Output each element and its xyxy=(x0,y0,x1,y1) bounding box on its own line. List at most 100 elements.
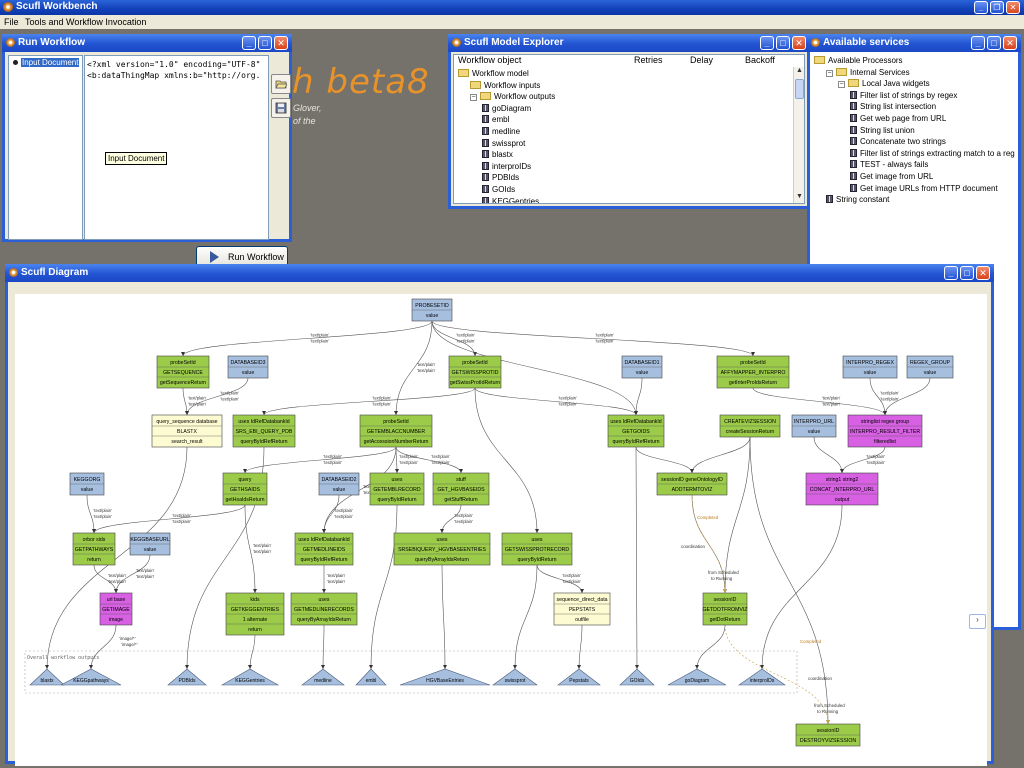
workflow-output[interactable]: HGVBaseEntries xyxy=(399,668,491,686)
tree-item[interactable]: GOIds xyxy=(482,185,515,196)
tree-item[interactable]: Available Processors xyxy=(814,56,903,67)
tree-item[interactable]: −Internal Services xyxy=(826,67,910,79)
workflow-output[interactable]: PDBIds xyxy=(167,668,207,686)
minimize-button[interactable]: _ xyxy=(974,1,988,14)
restore-button[interactable]: ❐ xyxy=(990,1,1004,14)
close-button[interactable]: ✕ xyxy=(792,36,806,50)
workflow-output[interactable]: GOIds xyxy=(619,668,655,686)
workflow-output[interactable]: medline xyxy=(301,668,345,686)
processor-node[interactable]: uses IdRefDatabankIdSRS_EBI_QUERY_PDBque… xyxy=(232,414,296,448)
minimize-button[interactable]: _ xyxy=(242,36,256,50)
scufl-diagram-titlebar[interactable]: Scufl Diagram _ □ ✕ xyxy=(5,264,994,282)
workflow-output[interactable]: KEGGentries xyxy=(220,668,280,686)
maximize-button[interactable]: □ xyxy=(776,36,790,50)
processor-node[interactable]: usesSRSEBIQUERY_HGVBASEENTRIESqueryByArr… xyxy=(393,532,491,566)
tree-item[interactable]: Workflow model xyxy=(458,69,529,80)
workflow-output[interactable]: goDiagram xyxy=(667,668,727,686)
tree-item[interactable]: goDiagram xyxy=(482,103,531,115)
xml-editor[interactable]: <?xml version="1.0" encoding="UTF-8"<b:d… xyxy=(84,55,269,240)
available-services-titlebar[interactable]: Available services _ □ ✕ xyxy=(807,34,1021,52)
scroll-down-icon[interactable]: ▼ xyxy=(796,193,803,200)
tree-item[interactable]: String list union xyxy=(850,125,915,137)
tree-item[interactable]: Filter list of strings extracting match … xyxy=(850,148,1015,160)
processor-node[interactable]: uses IdRefDatabankIdGETMEDLINEIDSqueryBy… xyxy=(294,532,354,566)
workflow-output[interactable]: Pepstats xyxy=(557,668,601,686)
tree-item[interactable]: String list intersection xyxy=(850,102,936,113)
close-button[interactable]: ✕ xyxy=(1006,1,1020,14)
tree-item[interactable]: embl xyxy=(482,115,509,126)
tree-item[interactable]: blastx xyxy=(482,150,513,161)
save-button[interactable] xyxy=(271,98,291,118)
scroll-right-icon[interactable]: › xyxy=(969,614,986,629)
tree-item[interactable]: PDBIds xyxy=(482,173,519,184)
workflow-diagram[interactable]: 'text/plain''text/plain''text/plain''tex… xyxy=(15,294,987,766)
menu-file[interactable]: File xyxy=(4,17,19,27)
tree-item[interactable]: KEGGentries xyxy=(482,196,539,203)
maximize-button[interactable]: □ xyxy=(987,36,1001,50)
tree-item[interactable]: TEST - always fails xyxy=(850,160,928,171)
processor-node[interactable]: query_sequence databaseBLASTXsearch_resu… xyxy=(151,414,223,448)
diagram-canvas[interactable]: 'text/plain''text/plain''text/plain''tex… xyxy=(15,294,987,766)
model-explorer-titlebar[interactable]: Scufl Model Explorer _ □ ✕ xyxy=(448,34,810,52)
tree-item[interactable]: Get web page from URL xyxy=(850,114,946,125)
collapse-icon[interactable]: − xyxy=(470,94,477,102)
tree-item[interactable]: interproIDs xyxy=(482,161,531,173)
processor-node[interactable]: usesGETMEDLINERECORDSqueryByArrayIdsRetu… xyxy=(290,592,358,626)
tree-item[interactable]: −Workflow outputs xyxy=(470,92,555,103)
collapse-icon[interactable]: − xyxy=(838,81,845,89)
processor-node[interactable]: uses IdRefDatabankIdGETGOIDSqueryByIdRef… xyxy=(607,414,665,448)
scrollbar[interactable]: ▲ ▼ xyxy=(793,67,804,203)
workflow-output[interactable]: swissprot xyxy=(492,668,538,686)
workflow-output[interactable]: KEGGpathways xyxy=(60,668,122,686)
tree-item[interactable]: String constant xyxy=(826,195,889,206)
workflow-output[interactable]: embl xyxy=(355,668,387,686)
load-button[interactable] xyxy=(271,74,291,94)
run-workflow-titlebar[interactable]: Run Workflow _ □ ✕ xyxy=(2,34,292,52)
workflow-output[interactable]: interproIDs xyxy=(738,668,786,686)
processor-node[interactable]: probeSetIdGETEMBLACCNUMBERgetAccessionNu… xyxy=(359,414,433,448)
tree-item[interactable]: Get image from URL xyxy=(850,172,933,183)
minimize-button[interactable]: _ xyxy=(760,36,774,50)
scroll-up-icon[interactable]: ▲ xyxy=(796,67,803,74)
workflow-tree-table[interactable]: Workflow object Retries Delay Backoff Wo… xyxy=(453,54,805,204)
scroll-thumb[interactable] xyxy=(795,79,804,99)
collapse-icon[interactable]: − xyxy=(826,69,833,77)
tree-item[interactable]: Concatenate two strings xyxy=(850,137,946,148)
input-list[interactable]: Input Document xyxy=(8,55,83,240)
list-item[interactable]: Input Document xyxy=(13,58,80,67)
processor-node[interactable]: stringlist regex groupINTERPRO_RESULT_FI… xyxy=(847,414,923,448)
tree-item[interactable]: Get image URLs from HTTP document xyxy=(850,183,998,195)
tree-item[interactable]: Workflow inputs xyxy=(470,80,540,92)
processor-node[interactable]: probeSetIdAFFYMAPPER_INTERPROgetInterPro… xyxy=(716,355,790,389)
tree-item[interactable]: swissprot xyxy=(482,138,525,150)
close-button[interactable]: ✕ xyxy=(1003,36,1017,50)
column-header[interactable]: Backoff xyxy=(745,55,775,65)
maximize-button[interactable]: □ xyxy=(960,266,974,280)
minimize-button[interactable]: _ xyxy=(971,36,985,50)
close-button[interactable]: ✕ xyxy=(274,36,288,50)
menu-tools[interactable]: Tools and Workflow Invocation xyxy=(25,17,147,27)
minimize-button[interactable]: _ xyxy=(944,266,958,280)
